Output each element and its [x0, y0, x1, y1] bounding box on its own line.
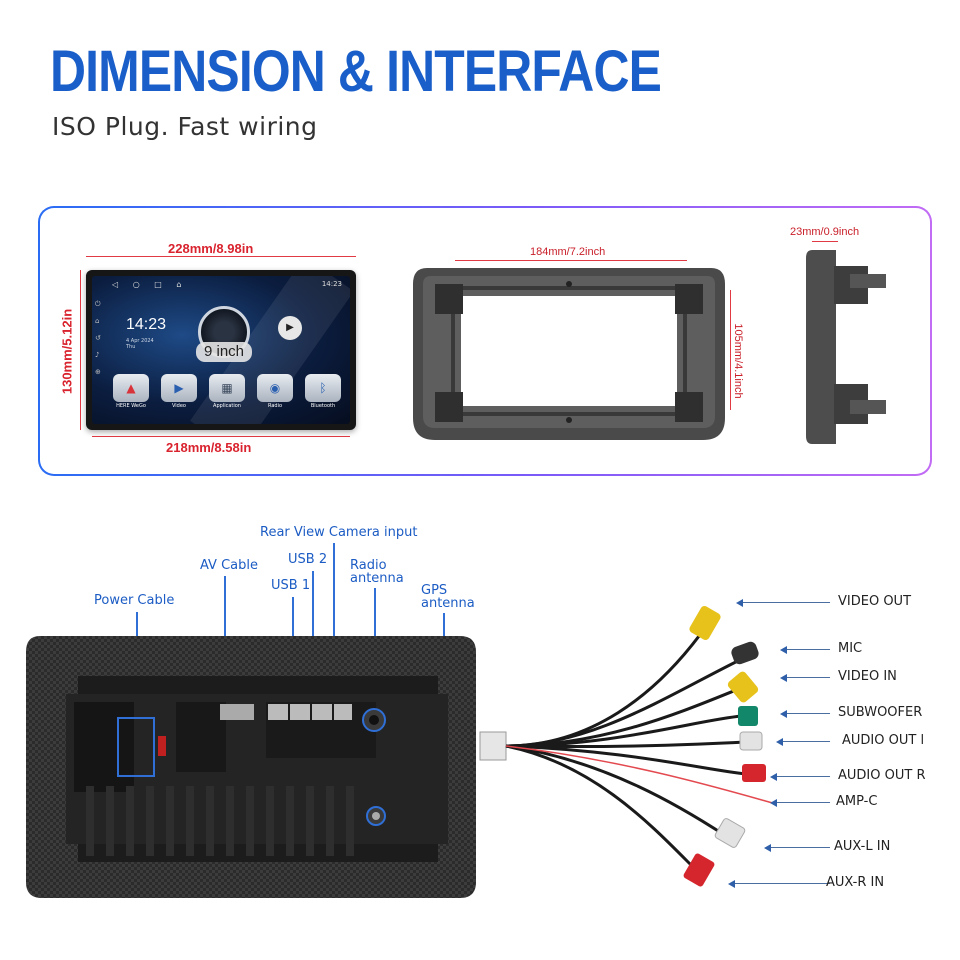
- rear-camera-label: Rear View Camera input: [260, 525, 418, 540]
- radio-antenna-label-line1: Radio: [350, 558, 387, 573]
- app-tile[interactable]: ▦ Application: [208, 374, 246, 409]
- app-glyph: ▶: [174, 381, 184, 395]
- app-tile[interactable]: ◉ Radio: [256, 374, 294, 409]
- harness-label: AUDIO OUT l: [842, 733, 925, 748]
- usb2-label: USB 2: [288, 552, 328, 567]
- frame-width-line: [455, 260, 687, 261]
- harness-arrow-line: [786, 677, 830, 678]
- arrow-left-icon: [776, 738, 783, 746]
- side-icons: ⏻⌂↺♪⊕: [95, 300, 101, 376]
- app-glyph: ◉: [269, 381, 281, 395]
- screen-height-line: [80, 270, 81, 430]
- gps-antenna-label-line2: antenna: [421, 596, 475, 611]
- av-cable-label: AV Cable: [200, 558, 258, 573]
- harness-label: AUX-R IN: [826, 875, 885, 890]
- clock-date: 4 Apr 2024: [126, 338, 154, 344]
- arrow-left-icon: [736, 599, 743, 607]
- clock-time: 14:23: [126, 316, 167, 333]
- arrow-left-icon: [728, 880, 735, 888]
- app-tile[interactable]: ▶ Video: [160, 374, 198, 409]
- app-glyph: ᛒ: [319, 381, 327, 395]
- app-label: Radio: [267, 403, 283, 409]
- harness-arrow-line: [776, 802, 830, 803]
- screen-width-line: [86, 256, 356, 257]
- play-icon: ▶: [278, 316, 302, 340]
- arrow-left-icon: [780, 646, 787, 654]
- app-tile[interactable]: ▲ HERE WeGo: [112, 374, 150, 409]
- harness-arrow-line: [742, 602, 830, 603]
- harness-label: VIDEO OUT: [838, 594, 912, 609]
- head-unit-back-panel: [26, 636, 476, 898]
- harness-label: MIC: [838, 641, 863, 656]
- bluetooth-icon: ᛒ: [305, 374, 341, 402]
- frame-side-view: [806, 250, 886, 444]
- video-icon: ▶: [161, 374, 197, 402]
- app-label: Video: [171, 403, 186, 409]
- harness-label: AUDIO OUT R: [838, 768, 926, 783]
- harness-arrow-line: [786, 649, 830, 650]
- arrow-left-icon: [770, 799, 777, 807]
- harness-label: SUBWOOFER: [838, 705, 923, 720]
- application-icon: ▦: [209, 374, 245, 402]
- depth-label: 23mm/0.9inch: [790, 226, 860, 238]
- mounting-frame: [413, 268, 725, 440]
- screen-height-label: 130mm/5.12in: [59, 308, 75, 395]
- app-label: Application: [213, 403, 241, 409]
- av-wire-harness: [479, 605, 777, 887]
- rear-camera-callout: [333, 543, 335, 705]
- status-time: 14:23: [321, 280, 342, 288]
- arrow-left-icon: [770, 773, 777, 781]
- frame-height-line: [730, 290, 731, 410]
- app-tile[interactable]: ᛒ Bluetooth: [304, 374, 342, 409]
- frame-width-label: 184mm/7.2inch: [530, 246, 606, 258]
- screen-bottom-width-label: 218mm/8.58in: [166, 440, 252, 455]
- depth-line: [812, 241, 838, 242]
- head-unit-screen: ◁ ○ □ ⌂ 14:23 ⏻⌂↺♪⊕ 14:23 4 Apr 2024 Thu…: [86, 270, 356, 430]
- app-label: HERE WeGo: [116, 403, 146, 409]
- harness-arrow-line: [782, 741, 830, 742]
- clock-day: Thu: [126, 344, 136, 350]
- nav-icons: ◁ ○ □ ⌂: [112, 280, 188, 289]
- screen-width-label: 228mm/8.98in: [168, 241, 254, 256]
- app-row: ▲ HERE WeGo ▶ Video ▦ Application ◉ Radio ᛒ Bluet…: [112, 374, 342, 409]
- harness-arrow-line: [776, 776, 830, 777]
- arrow-left-icon: [780, 674, 787, 682]
- app-label: Bluetooth: [310, 403, 336, 409]
- screen-size-badge: 9 inch: [196, 342, 253, 362]
- page-subtitle: ISO Plug. Fast wiring: [52, 112, 318, 141]
- harness-label: AUX-L IN: [834, 839, 891, 854]
- app-glyph: ▦: [221, 381, 233, 395]
- page-title: DIMENSION & INTERFACE: [50, 39, 662, 104]
- gps-antenna-label-line1: GPS: [421, 583, 448, 598]
- screen-bottom-width-line: [92, 436, 350, 437]
- harness-label: VIDEO IN: [838, 669, 897, 684]
- arrow-left-icon: [764, 844, 771, 852]
- radio-antenna-label-line2: antenna: [350, 571, 404, 586]
- arrow-left-icon: [780, 710, 787, 718]
- radio-icon: ◉: [257, 374, 293, 402]
- power-cable-label: Power Cable: [94, 593, 175, 608]
- harness-label: AMP-C: [836, 794, 878, 809]
- harness-arrow-line: [786, 713, 830, 714]
- here-wego-icon: ▲: [113, 374, 149, 402]
- app-glyph: ▲: [126, 381, 136, 395]
- harness-arrow-line: [734, 883, 830, 884]
- harness-arrow-line: [770, 847, 830, 848]
- frame-height-label: 105mm/4.1inch: [732, 323, 744, 399]
- usb1-label: USB 1: [271, 578, 311, 593]
